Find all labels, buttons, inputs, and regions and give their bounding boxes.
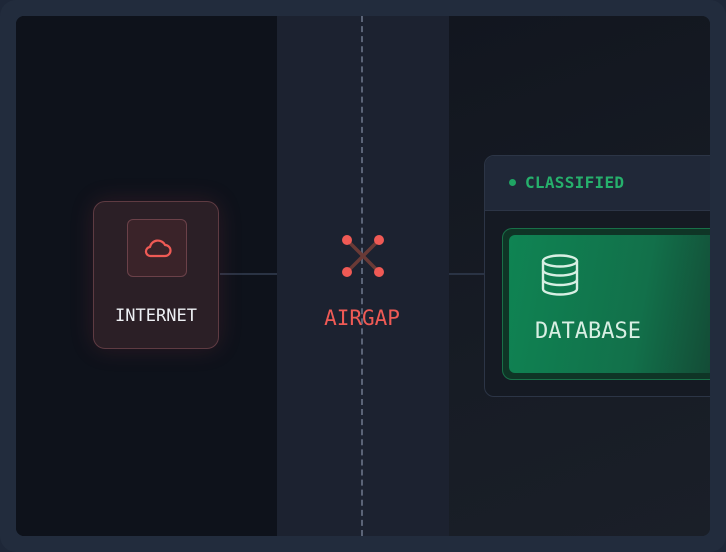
database-label: DATABASE [535, 319, 641, 344]
internet-connector [220, 273, 277, 275]
disconnected-icon [342, 235, 384, 277]
classified-header: CLASSIFIED [485, 156, 710, 211]
classified-title: CLASSIFIED [525, 173, 625, 192]
database-icon [541, 254, 579, 296]
airgap-divider [361, 16, 363, 536]
internet-icon-box [127, 219, 187, 277]
database-node[interactable]: DATABASE [509, 235, 710, 373]
diagram-canvas: INTERNET AIRGAP CLASSIFIED [16, 16, 710, 536]
status-dot [509, 179, 516, 186]
airgap-zone [277, 16, 449, 536]
classified-zone: CLASSIFIED DATABASE [484, 155, 710, 397]
internet-node[interactable]: INTERNET [93, 201, 219, 349]
internet-label: INTERNET [115, 306, 197, 326]
airgap-label: AIRGAP [324, 306, 400, 330]
cloud-icon [144, 239, 172, 258]
classified-connector [449, 273, 485, 275]
